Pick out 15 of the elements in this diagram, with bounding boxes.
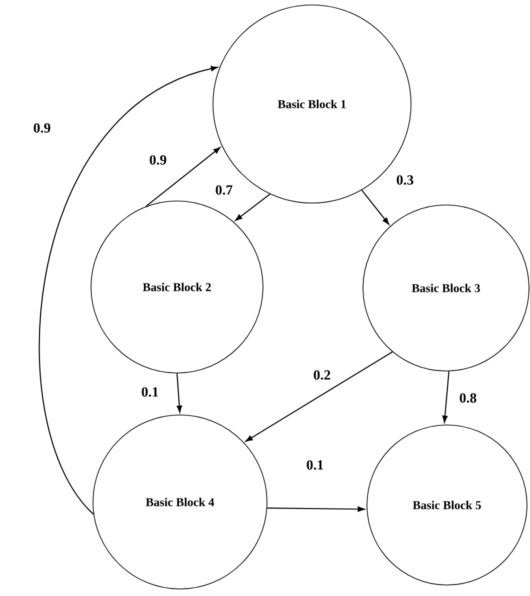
- arrow: [39, 66, 218, 515]
- arrow: [176, 373, 182, 413]
- edge-label: 0.2: [312, 369, 332, 381]
- edge-label: 0.1: [140, 386, 160, 398]
- arrow: [146, 147, 220, 207]
- arrow: [267, 506, 365, 512]
- edge-label: 0.7: [214, 184, 234, 196]
- edge-label: 0.9: [148, 154, 168, 166]
- arrow: [361, 190, 390, 225]
- arrow: [235, 194, 270, 221]
- edge-label: 0.8: [458, 392, 478, 404]
- arrow: [442, 371, 450, 423]
- edge-label: 0.1: [305, 459, 325, 471]
- edge-label: 0.9: [32, 122, 52, 134]
- arrow: [246, 351, 393, 442]
